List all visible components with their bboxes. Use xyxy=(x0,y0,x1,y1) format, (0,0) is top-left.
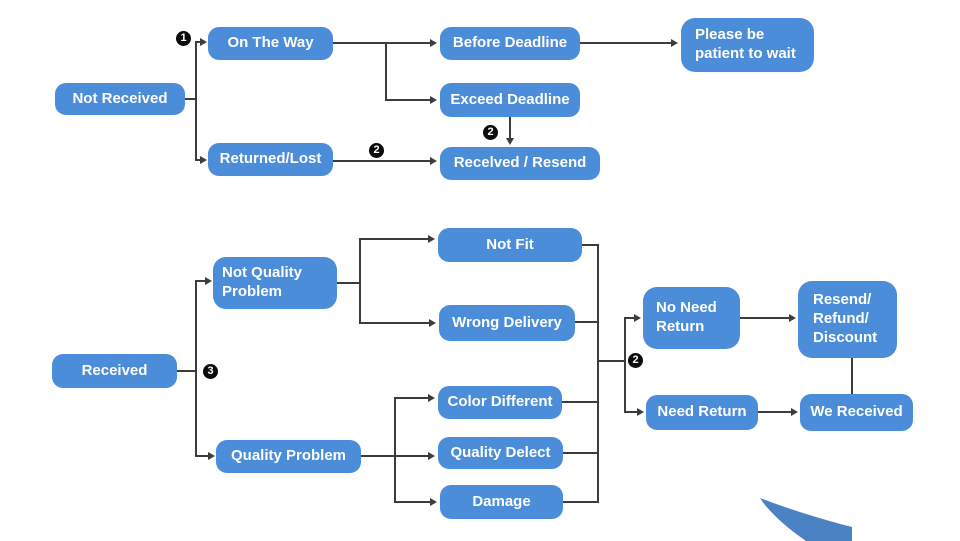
node-damage: Damage xyxy=(440,485,563,519)
connector xyxy=(597,360,625,362)
arrowhead xyxy=(428,235,435,243)
badge-3-received: 3 xyxy=(203,364,218,379)
node-not-fit: Not Fit xyxy=(438,228,582,262)
arrowhead xyxy=(634,314,641,322)
badge-1-not-received: 1 xyxy=(176,31,191,46)
connector xyxy=(337,282,360,284)
badge-2-exceed-deadline: 2 xyxy=(483,125,498,140)
arrowhead xyxy=(428,394,435,402)
connector xyxy=(385,99,430,101)
node-we-received: We Received xyxy=(800,394,913,431)
node-not-quality-problem: Not Quality Problem xyxy=(213,257,337,309)
badge-2-returned-lost: 2 xyxy=(369,143,384,158)
node-quality-problem: Quality Problem xyxy=(216,440,361,473)
connector xyxy=(562,401,599,403)
arrowhead xyxy=(200,38,207,46)
connector xyxy=(563,452,599,454)
node-exceed-deadline: Exceed Deadline xyxy=(440,83,580,117)
connector xyxy=(359,238,428,240)
connector xyxy=(394,397,428,399)
connector xyxy=(624,317,634,319)
connector xyxy=(195,159,201,161)
connector xyxy=(740,317,789,319)
node-not-received: Not Received xyxy=(55,83,185,115)
node-need-return: Need Return xyxy=(646,395,758,430)
connector xyxy=(195,41,201,43)
node-returned-lost: Returned/Lost xyxy=(208,143,333,176)
node-wrong-delivery: Wrong Delivery xyxy=(439,305,575,341)
node-resend-refund-discount: Resend/ Refund/ Discount xyxy=(798,281,897,358)
connector xyxy=(195,280,205,282)
arrowhead xyxy=(208,452,215,460)
arrowhead xyxy=(200,156,207,164)
connector xyxy=(597,244,599,503)
arrowhead xyxy=(506,138,514,145)
connector xyxy=(177,370,196,372)
arrowhead xyxy=(637,408,644,416)
connector xyxy=(394,501,430,503)
connector xyxy=(195,455,208,457)
node-color-different: Color Different xyxy=(438,386,562,419)
connector xyxy=(575,321,599,323)
node-quality-delect: Quality Delect xyxy=(438,437,563,469)
arrowhead xyxy=(791,408,798,416)
arrowhead xyxy=(430,39,437,47)
connector xyxy=(758,411,791,413)
connector xyxy=(359,238,361,323)
connector xyxy=(851,358,853,394)
connector xyxy=(185,98,196,100)
arrowhead xyxy=(428,452,435,460)
arrowhead xyxy=(205,277,212,285)
arrowhead xyxy=(429,319,436,327)
connector xyxy=(563,501,599,503)
connector xyxy=(582,244,599,246)
connector xyxy=(394,397,396,503)
arrowhead xyxy=(430,498,437,506)
connector xyxy=(624,317,626,412)
badge-2-return-split: 2 xyxy=(628,353,643,368)
connector xyxy=(333,42,430,44)
arrowhead xyxy=(430,157,437,165)
connector xyxy=(333,160,430,162)
node-please-be-patient: Please be patient to wait xyxy=(681,18,814,72)
swoosh-decoration xyxy=(760,498,852,541)
node-on-the-way: On The Way xyxy=(208,27,333,60)
arrowhead xyxy=(430,96,437,104)
node-received: Received xyxy=(52,354,177,388)
connector xyxy=(509,117,511,139)
arrowhead xyxy=(789,314,796,322)
connector xyxy=(195,41,197,161)
node-recelved-resend: Recelved / Resend xyxy=(440,147,600,180)
connector xyxy=(195,280,197,457)
node-no-need-return: No Need Return xyxy=(643,287,740,349)
connector xyxy=(624,411,637,413)
node-before-deadline: Before Deadline xyxy=(440,27,580,60)
connector xyxy=(385,42,387,100)
arrowhead xyxy=(671,39,678,47)
connector xyxy=(580,42,671,44)
connector xyxy=(359,322,429,324)
